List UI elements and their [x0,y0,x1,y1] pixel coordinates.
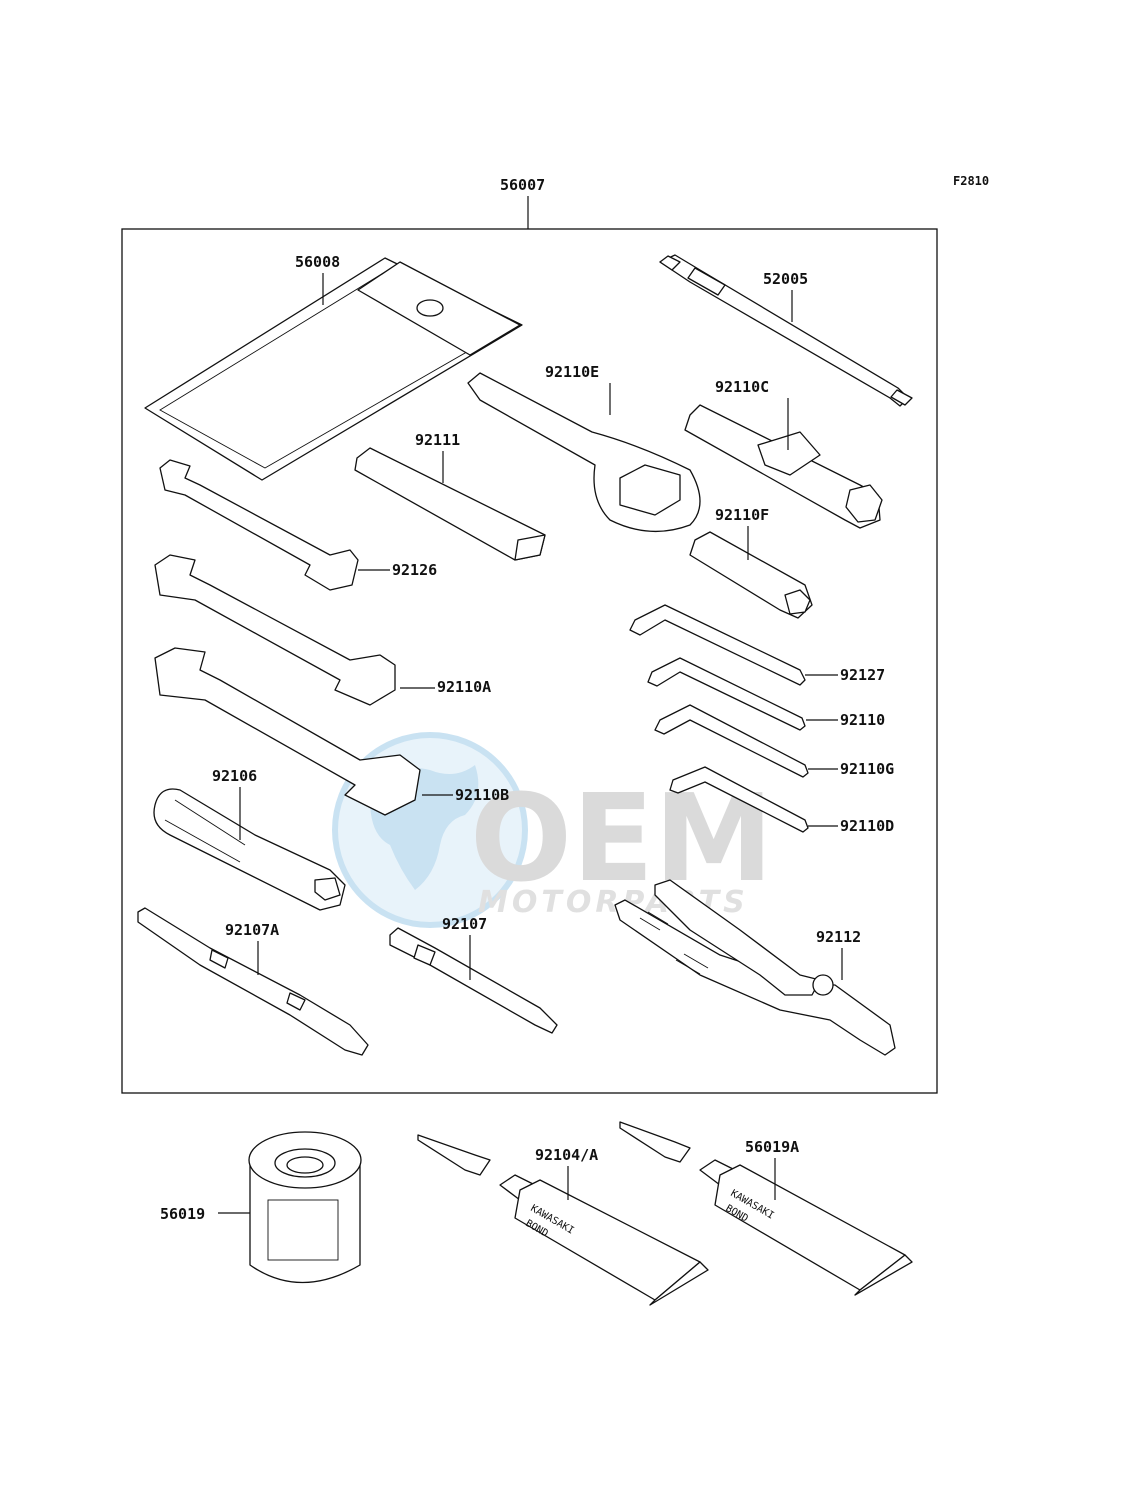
label-92110G: 92110G [840,760,894,778]
open-wrench-small [159,459,359,591]
pliers [614,879,896,1056]
label-92110F: 92110F [715,506,769,524]
label-92127: 92127 [840,666,885,684]
socket-wrench [684,404,883,529]
extension-bar [659,254,913,407]
oil-filter [248,1131,362,1284]
ring-wrench [467,372,701,533]
screwdriver-bit [389,927,558,1034]
bond-tube-56019A: KAWASAKI BOND [619,1121,913,1296]
label-92110B: 92110B [455,786,509,804]
label-92110D: 92110D [840,817,894,835]
box-wrench [689,531,813,619]
label-92110E: 92110E [545,363,599,381]
screwdriver-handle [153,788,346,911]
label-92110A: 92110A [437,678,491,696]
hex-key-92127 [629,604,806,686]
bond-tube-92104A: KAWASAKI BOND [417,1134,709,1306]
label-92106: 92106 [212,767,257,785]
label-92110: 92110 [840,711,885,729]
label-56007: 56007 [500,176,545,194]
open-wrench-medium [154,554,396,706]
label-92107A: 92107A [225,921,279,939]
label-92111: 92111 [415,431,460,449]
label-92104A: 92104/A [535,1146,598,1164]
hex-key-92110G [654,704,809,778]
label-92126: 92126 [392,561,437,579]
screwdriver-bit-double [137,907,369,1056]
label-92110C: 92110C [715,378,769,396]
label-56008: 56008 [295,253,340,271]
label-92107: 92107 [442,915,487,933]
tool-pouch [144,257,523,481]
label-56019: 56019 [160,1205,205,1223]
label-56019A: 56019A [745,1138,799,1156]
watermark-logo: OEM [470,770,773,909]
label-92112: 92112 [816,928,861,946]
tool-kit-frame [121,228,938,1094]
figure-code: F2810 [953,174,989,188]
hex-key-92110D [669,766,809,833]
hex-key-92110 [647,657,806,731]
handle-bar [354,447,546,561]
open-wrench-large [154,647,421,816]
label-52005: 52005 [763,270,808,288]
